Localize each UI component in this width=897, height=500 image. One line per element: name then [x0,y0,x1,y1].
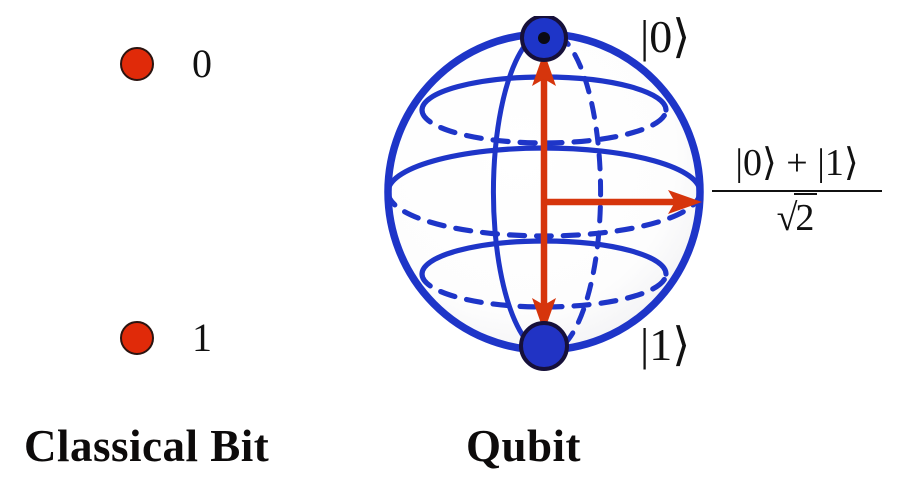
qubit-caption: Qubit [466,421,582,471]
radical-sign: √ [776,197,798,240]
red-circle-icon-0 [120,47,154,81]
bloch-sphere [376,16,716,376]
ket-one-label: |1⟩ [640,319,691,370]
vertical-state-arrow [532,52,556,332]
formula-denominator: √2 [712,193,882,241]
red-circle-icon-1 [120,321,154,355]
radicand: 2 [794,193,818,240]
bloch-sphere-svg [384,16,704,371]
classical-bit-state-0: 0 [120,44,212,84]
classical-bit-caption: Classical Bit [24,421,270,471]
fraction-bar [712,189,882,193]
classical-bit-label-1: 1 [192,315,212,360]
ket-zero-label: |0⟩ [640,11,691,62]
classical-bit-state-1: 1 [120,318,212,358]
formula-numerator: |0⟩ + |1⟩ [735,142,859,184]
south-pole-marker [519,321,569,371]
superposition-arrow [544,190,702,214]
classical-bit-label-0: 0 [192,41,212,86]
superposition-formula: |0⟩ + |1⟩ √2 [712,142,882,241]
north-pole-marker [520,16,568,62]
square-root-icon: √2 [776,193,818,241]
